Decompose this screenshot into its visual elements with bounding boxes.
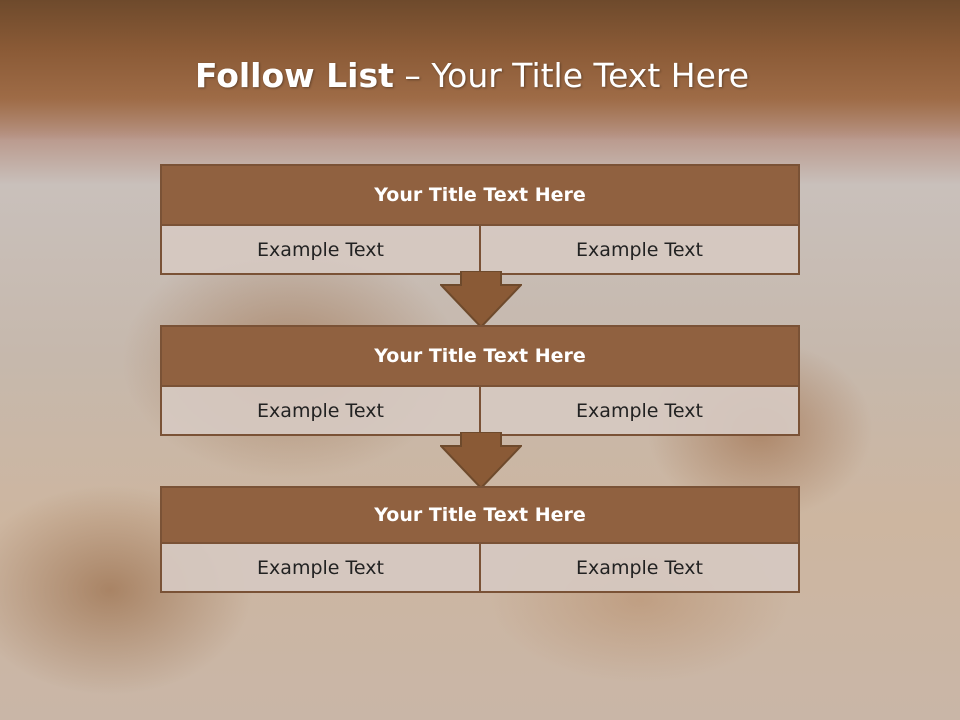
flow-block-3: Your Title Text Here Example Text Exampl… bbox=[160, 486, 800, 593]
down-arrow-icon bbox=[440, 271, 522, 329]
flow-block-title: Your Title Text Here bbox=[162, 166, 798, 226]
flow-block-cell-right: Example Text bbox=[479, 544, 798, 591]
slide-title: Follow List – Your Title Text Here bbox=[0, 52, 944, 100]
flow-block-cell-left: Example Text bbox=[257, 238, 384, 261]
flow-block-cell-right: Example Text bbox=[479, 387, 798, 434]
flow-block-cell-left: Example Text bbox=[257, 399, 384, 422]
flow-block-2: Your Title Text Here Example Text Exampl… bbox=[160, 325, 800, 436]
flow-block-title: Your Title Text Here bbox=[162, 327, 798, 387]
flow-block-cell-right: Example Text bbox=[479, 226, 798, 273]
flow-block-title: Your Title Text Here bbox=[162, 488, 798, 544]
flow-block-row: Example Text Example Text bbox=[162, 544, 798, 591]
flow-block-cell-left: Example Text bbox=[257, 556, 384, 579]
header-band bbox=[0, 0, 960, 140]
flow-block-1: Your Title Text Here Example Text Exampl… bbox=[160, 164, 800, 275]
flow-block-row: Example Text Example Text bbox=[162, 226, 798, 273]
slide-title-bold: Follow List bbox=[194, 56, 394, 95]
slide-title-rest: – Your Title Text Here bbox=[393, 56, 750, 95]
down-arrow-icon bbox=[440, 432, 522, 490]
flow-block-row: Example Text Example Text bbox=[162, 387, 798, 434]
